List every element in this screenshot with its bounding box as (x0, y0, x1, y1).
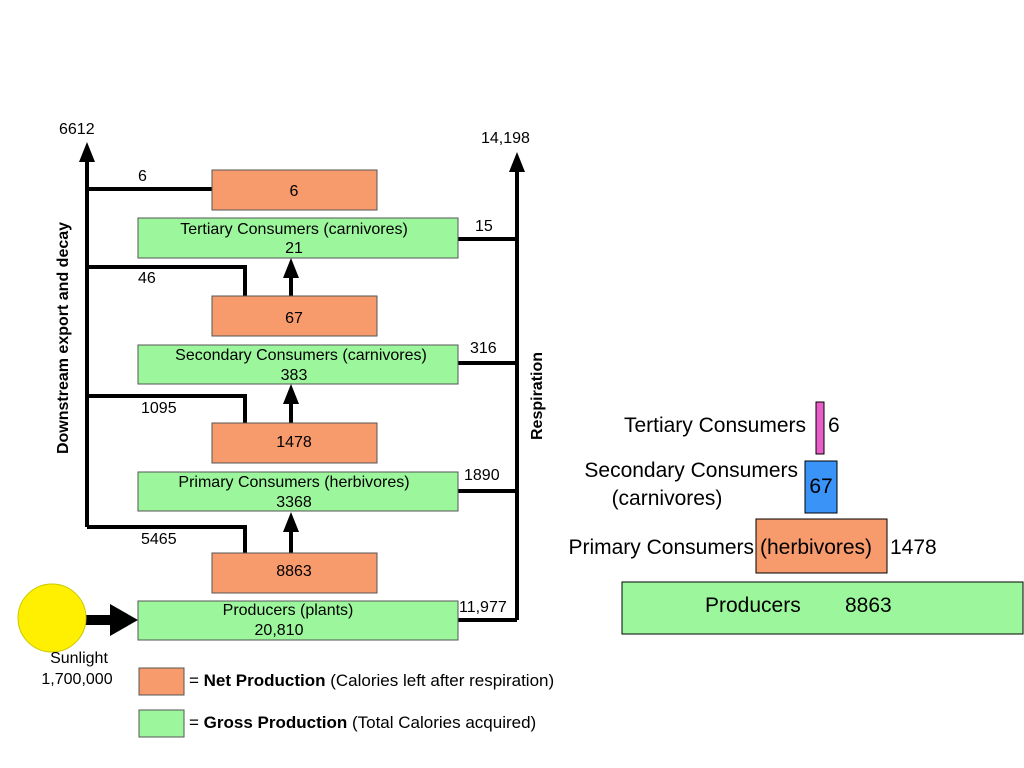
gross-name-producers: Producers (plants) (223, 602, 354, 619)
legend-gross: = Gross Production (Total Calories acqui… (189, 713, 536, 733)
arrowhead-into-primary (283, 512, 299, 532)
net-value-secondary: 67 (285, 310, 303, 327)
export-total-arrowhead (79, 142, 95, 162)
respiration-value-secondary: 316 (470, 340, 497, 357)
respiration-value-primary: 1890 (464, 467, 500, 484)
box-texts: 6 Tertiary Consumers (carnivores) 21 67 … (175, 183, 427, 639)
pyramid-secondary-bar (804, 460, 838, 514)
pyramid-tertiary-bar (815, 401, 825, 455)
arrowheads (79, 142, 525, 636)
legend-gross-description: (Total Calories acquired) (347, 713, 537, 732)
pyramid-producers-label: Producers (705, 594, 801, 617)
pyramid-secondary-label-line2: (carnivores) (612, 487, 723, 510)
flow-lines (84, 158, 519, 625)
gross-name-secondary: Secondary Consumers (carnivores) (175, 347, 427, 364)
net-box-producers (211, 552, 378, 594)
respiration-value-producers: 11,977 (459, 599, 507, 616)
pyramid-primary-label-suffix: (herbivores) (760, 536, 872, 559)
pyramid-primary-label: Primary Consumers (568, 536, 754, 559)
gross-value-producers: 20,810 (255, 622, 304, 639)
export-branch-producers (87, 525, 247, 553)
pyramid-primary-bar (755, 518, 888, 574)
net-value-primary: 1478 (276, 434, 312, 451)
energy-pyramid (621, 401, 1024, 635)
legend-net: = Net Production (Calories left after re… (189, 671, 554, 691)
pyramid-labels: Tertiary Consumers 6 Secondary Consumers… (568, 414, 936, 617)
pyramid-secondary-label-line1: Secondary Consumers (584, 459, 798, 482)
export-branch-primary (87, 394, 247, 423)
pyramid-producers-bar (621, 581, 1024, 635)
pyramid-tertiary-label: Tertiary Consumers (624, 414, 806, 437)
export-value-primary: 1095 (141, 400, 177, 417)
pyramid-secondary-value: 67 (809, 475, 832, 498)
pyramid-producers-value: 8863 (845, 594, 892, 617)
gross-value-tertiary: 21 (285, 240, 303, 257)
legend-gross-title: Gross Production (203, 713, 348, 732)
gross-box-tertiary (137, 217, 459, 259)
pyramid-primary-value: 1478 (890, 536, 937, 559)
arrowhead-into-secondary (283, 384, 299, 404)
gross-name-tertiary: Tertiary Consumers (carnivores) (180, 221, 408, 238)
legend-gross-swatch (138, 709, 185, 738)
pyramid-tertiary-value: 6 (828, 414, 840, 437)
gross-name-primary: Primary Consumers (herbivores) (178, 474, 409, 491)
sunlight-label: Sunlight (50, 650, 108, 667)
net-box-tertiary (211, 169, 378, 211)
net-value-producers: 8863 (276, 563, 312, 580)
respiration-value-tertiary: 15 (475, 218, 493, 235)
sun-icon (17, 583, 87, 653)
production-boxes (137, 169, 459, 641)
export-value-secondary: 46 (138, 270, 156, 287)
sunlight-arrowhead (110, 604, 138, 636)
gross-box-producers (137, 600, 459, 641)
arrowhead-into-tertiary (283, 258, 299, 278)
net-box-primary (211, 422, 378, 464)
gross-value-secondary: 383 (281, 367, 308, 384)
gross-box-primary (137, 471, 459, 512)
export-axis-label: Downstream export and decay (55, 222, 72, 454)
export-value-producers: 5465 (141, 531, 177, 548)
export-value-tertiary: 6 (138, 168, 147, 185)
net-value-tertiary: 6 (290, 183, 299, 200)
respiration-total-value: 14,198 (481, 130, 530, 147)
gross-value-primary: 3368 (276, 494, 312, 511)
sunlight-value: 1,700,000 (41, 671, 112, 688)
legend-net-eq: = (189, 671, 204, 690)
respiration-total-arrowhead (509, 152, 525, 172)
flow-numbers: 6612 14,198 6 46 1095 5465 15 316 1890 1… (41, 121, 530, 688)
respiration-axis-label: Respiration (529, 352, 546, 440)
legend-net-description: (Calories left after respiration) (325, 671, 555, 690)
legend-net-title: Net Production (203, 671, 326, 690)
net-box-secondary (211, 295, 378, 337)
export-total-value: 6612 (59, 121, 95, 138)
export-branch-secondary (87, 265, 247, 296)
gross-box-secondary (137, 344, 459, 385)
legend-gross-eq: = (189, 713, 204, 732)
legend-net-swatch (138, 667, 185, 696)
